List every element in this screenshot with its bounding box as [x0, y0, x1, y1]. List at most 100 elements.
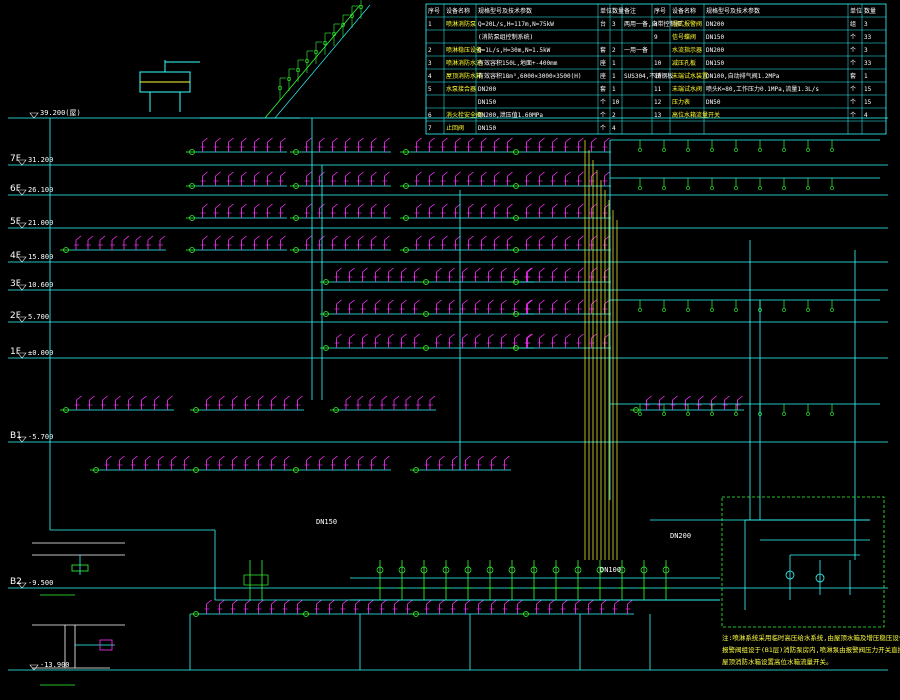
sprinkler-head-icon: [514, 299, 520, 305]
table-cell: 个: [850, 99, 856, 106]
sprinkler-head-icon: [758, 186, 762, 190]
sprinkler-head-icon: [132, 455, 138, 461]
sprinkler-head-icon: [578, 203, 584, 209]
sprinkler-head-icon: [591, 299, 597, 305]
table-cell: 减压孔板: [672, 59, 696, 67]
sprinkler-head-icon: [686, 186, 690, 190]
sprinkler-head-icon: [468, 235, 474, 241]
sprinkler-head-icon: [219, 395, 225, 401]
table-cell: 喷头K=80,工作压力0.1MPa,流量1.3L/s: [706, 85, 819, 93]
sprinkler-head-icon: [219, 599, 225, 605]
sprinkler-head-icon: [782, 148, 786, 152]
sprinkler-branch-group: [510, 299, 611, 317]
sprinkler-head-icon: [414, 333, 420, 339]
sprinkler-head-icon: [724, 395, 730, 401]
sprinkler-head-icon: [552, 333, 558, 339]
floor-label: B2: [10, 577, 22, 587]
sprinkler-branch-group: [410, 455, 511, 473]
sprinkler-head-icon: [830, 308, 834, 312]
sprinkler-head-icon: [202, 203, 208, 209]
sprinkler-branch-group: [520, 599, 634, 617]
sprinkler-head-icon: [710, 148, 714, 152]
sprinkler-head-icon: [504, 599, 510, 605]
note-line-3: 屋顶消防水箱设置高位水箱流量开关。: [722, 657, 833, 666]
sprinkler-head-icon: [416, 235, 422, 241]
sprinkler-head-icon: [75, 235, 82, 241]
elevation-marker-icon: [17, 189, 27, 196]
elevation-label: 5.700: [28, 313, 49, 321]
sprinkler-head-icon: [462, 333, 468, 339]
elevation-marker-icon: [29, 112, 39, 119]
table-cell: 5: [428, 86, 432, 93]
sprinkler-head-icon: [830, 186, 834, 190]
floor-label: 4F: [10, 251, 21, 261]
sprinkler-head-icon: [319, 137, 325, 143]
sprinkler-branch-group: [320, 299, 421, 317]
valve-icon: [313, 49, 319, 55]
table-cell: DN150: [706, 60, 724, 67]
sprinkler-head-icon: [388, 333, 394, 339]
sprinkler-head-icon: [414, 267, 420, 273]
sprinkler-head-icon: [488, 333, 494, 339]
sprinkler-branch-group: [186, 137, 287, 155]
sprinkler-head-icon: [552, 267, 558, 273]
sprinkler-head-icon: [501, 299, 507, 305]
sprinkler-head-icon: [436, 299, 442, 305]
sprinkler-head-icon: [271, 455, 277, 461]
table-cell: 台: [600, 20, 606, 28]
sprinkler-head-icon: [254, 235, 260, 241]
stair-riser-section: [200, 0, 371, 119]
sprinkler-head-icon: [329, 599, 335, 605]
sprinkler-head-icon: [478, 599, 484, 605]
sprinkler-head-icon: [494, 235, 500, 241]
sprinkler-head-icon: [135, 235, 142, 241]
elevation-label: -5.700: [28, 433, 53, 441]
sprinkler-branch-group: [60, 235, 166, 253]
sprinkler-head-icon: [539, 299, 545, 305]
table-cell: 套: [600, 85, 606, 93]
sprinkler-head-icon: [267, 171, 273, 177]
sprinkler-head-icon: [455, 171, 461, 177]
note-line-2: 报警阀组设于(B1层)消防泵房内,喷淋泵由报警阀压力开关直接启动,并设手动控制,: [722, 645, 900, 654]
sprinkler-head-icon: [154, 395, 160, 401]
sprinkler-head-icon: [384, 455, 390, 461]
elevation-marker-icon: [17, 582, 27, 589]
sprinkler-head-icon: [536, 599, 542, 605]
sprinkler-head-icon: [806, 308, 810, 312]
sprinkler-head-icon: [565, 203, 571, 209]
table-cell: 4: [612, 125, 616, 132]
table-cell: DN150: [706, 34, 724, 41]
sprinkler-head-icon: [591, 235, 597, 241]
sprinkler-head-icon: [369, 395, 376, 401]
table-cell: 7: [428, 125, 432, 132]
sprinkler-head-icon: [345, 203, 351, 209]
sprinkler-head-icon: [507, 203, 513, 209]
sprinkler-head-icon: [442, 235, 448, 241]
table-cell: (消防泵组控制系统): [478, 33, 533, 41]
sprinkler-branch-group: [90, 455, 191, 473]
sprinkler-head-icon: [375, 299, 381, 305]
sprinkler-head-icon: [514, 267, 520, 273]
sprinkler-head-icon: [202, 235, 208, 241]
floor-label: 3F: [10, 279, 21, 289]
table-header-cell: 数量: [864, 7, 876, 15]
sprinkler-head-icon: [358, 455, 364, 461]
sprinkler-head-icon: [711, 395, 717, 401]
sprinkler-head-icon: [241, 203, 247, 209]
sprinkler-head-icon: [241, 137, 247, 143]
sprinkler-head-icon: [465, 455, 471, 461]
sprinkler-head-icon: [685, 395, 691, 401]
table-header-cell: 规格型号及技术参数: [478, 7, 532, 15]
pump-icon: [243, 574, 269, 586]
table-cell: 3: [428, 60, 432, 67]
elevation-label: 39.200(屋): [40, 109, 81, 117]
sprinkler-head-icon: [416, 137, 422, 143]
sprinkler-head-icon: [332, 171, 338, 177]
alarm-valve-icon: [530, 566, 538, 574]
sprinkler-head-icon: [552, 235, 558, 241]
table-cell: 消火栓安全阀: [446, 111, 482, 119]
table-header-cell: 备注: [624, 7, 636, 15]
right-branch-group: [610, 177, 880, 190]
sprinkler-head-icon: [565, 333, 571, 339]
sprinkler-head-icon: [414, 299, 420, 305]
